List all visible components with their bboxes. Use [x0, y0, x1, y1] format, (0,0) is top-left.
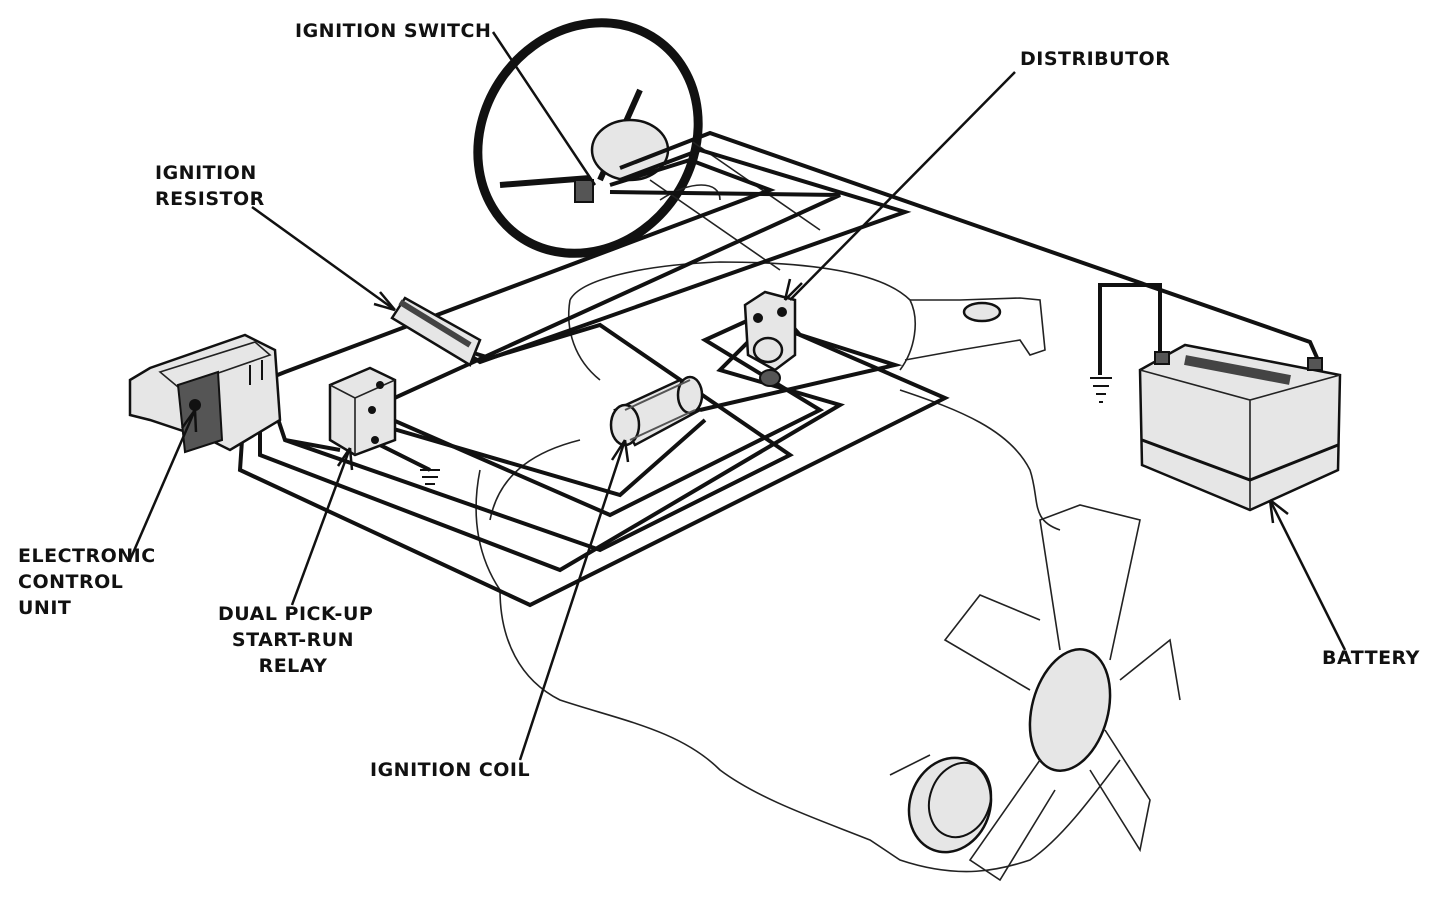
ignition-coil [609, 375, 704, 447]
battery-negative-terminal [1154, 351, 1170, 365]
start-run-relay [328, 366, 397, 457]
ground-symbol [1090, 377, 1112, 403]
battery [1138, 343, 1342, 512]
steering-wheel [473, 18, 821, 271]
distributor [743, 290, 797, 387]
label-ignition-resistor-line-1: IGNITION [155, 162, 257, 184]
relay-ground-symbol [420, 469, 440, 492]
engine-outline [475, 261, 1121, 873]
label-ignition-resistor-line-2: RESISTOR [155, 188, 265, 210]
engine-fan [943, 504, 1181, 882]
label-electronic-control-unit: ELECTRONIC CONTROL UNIT [18, 543, 156, 621]
battery-positive-terminal [1307, 357, 1323, 371]
crank-pulleys [889, 754, 993, 854]
electronic-control-unit [128, 333, 282, 454]
label-relay-line-3: RELAY [258, 655, 328, 677]
air-cleaner-cap [962, 301, 1002, 323]
label-ecu-line-3: UNIT [18, 597, 72, 619]
ignition-switch-body [574, 179, 594, 203]
leader-lines [128, 31, 1347, 761]
label-ecu-line-1: ELECTRONIC [18, 545, 156, 567]
ignition-resistor [390, 296, 482, 367]
label-ignition-switch: IGNITION SWITCH [295, 20, 492, 42]
label-battery: BATTERY [1322, 647, 1420, 669]
label-ignition-coil: IGNITION COIL [370, 759, 531, 781]
label-relay-line-2: START-RUN [231, 629, 355, 651]
label-ecu-line-2: CONTROL [18, 571, 124, 593]
label-distributor: DISTRIBUTOR [1020, 48, 1171, 70]
label-dual-pickup-relay: DUAL PICK-UP START-RUN RELAY [218, 601, 374, 679]
label-ignition-resistor: IGNITION RESISTOR [155, 160, 265, 212]
label-relay-line-1: DUAL PICK-UP [218, 603, 374, 625]
